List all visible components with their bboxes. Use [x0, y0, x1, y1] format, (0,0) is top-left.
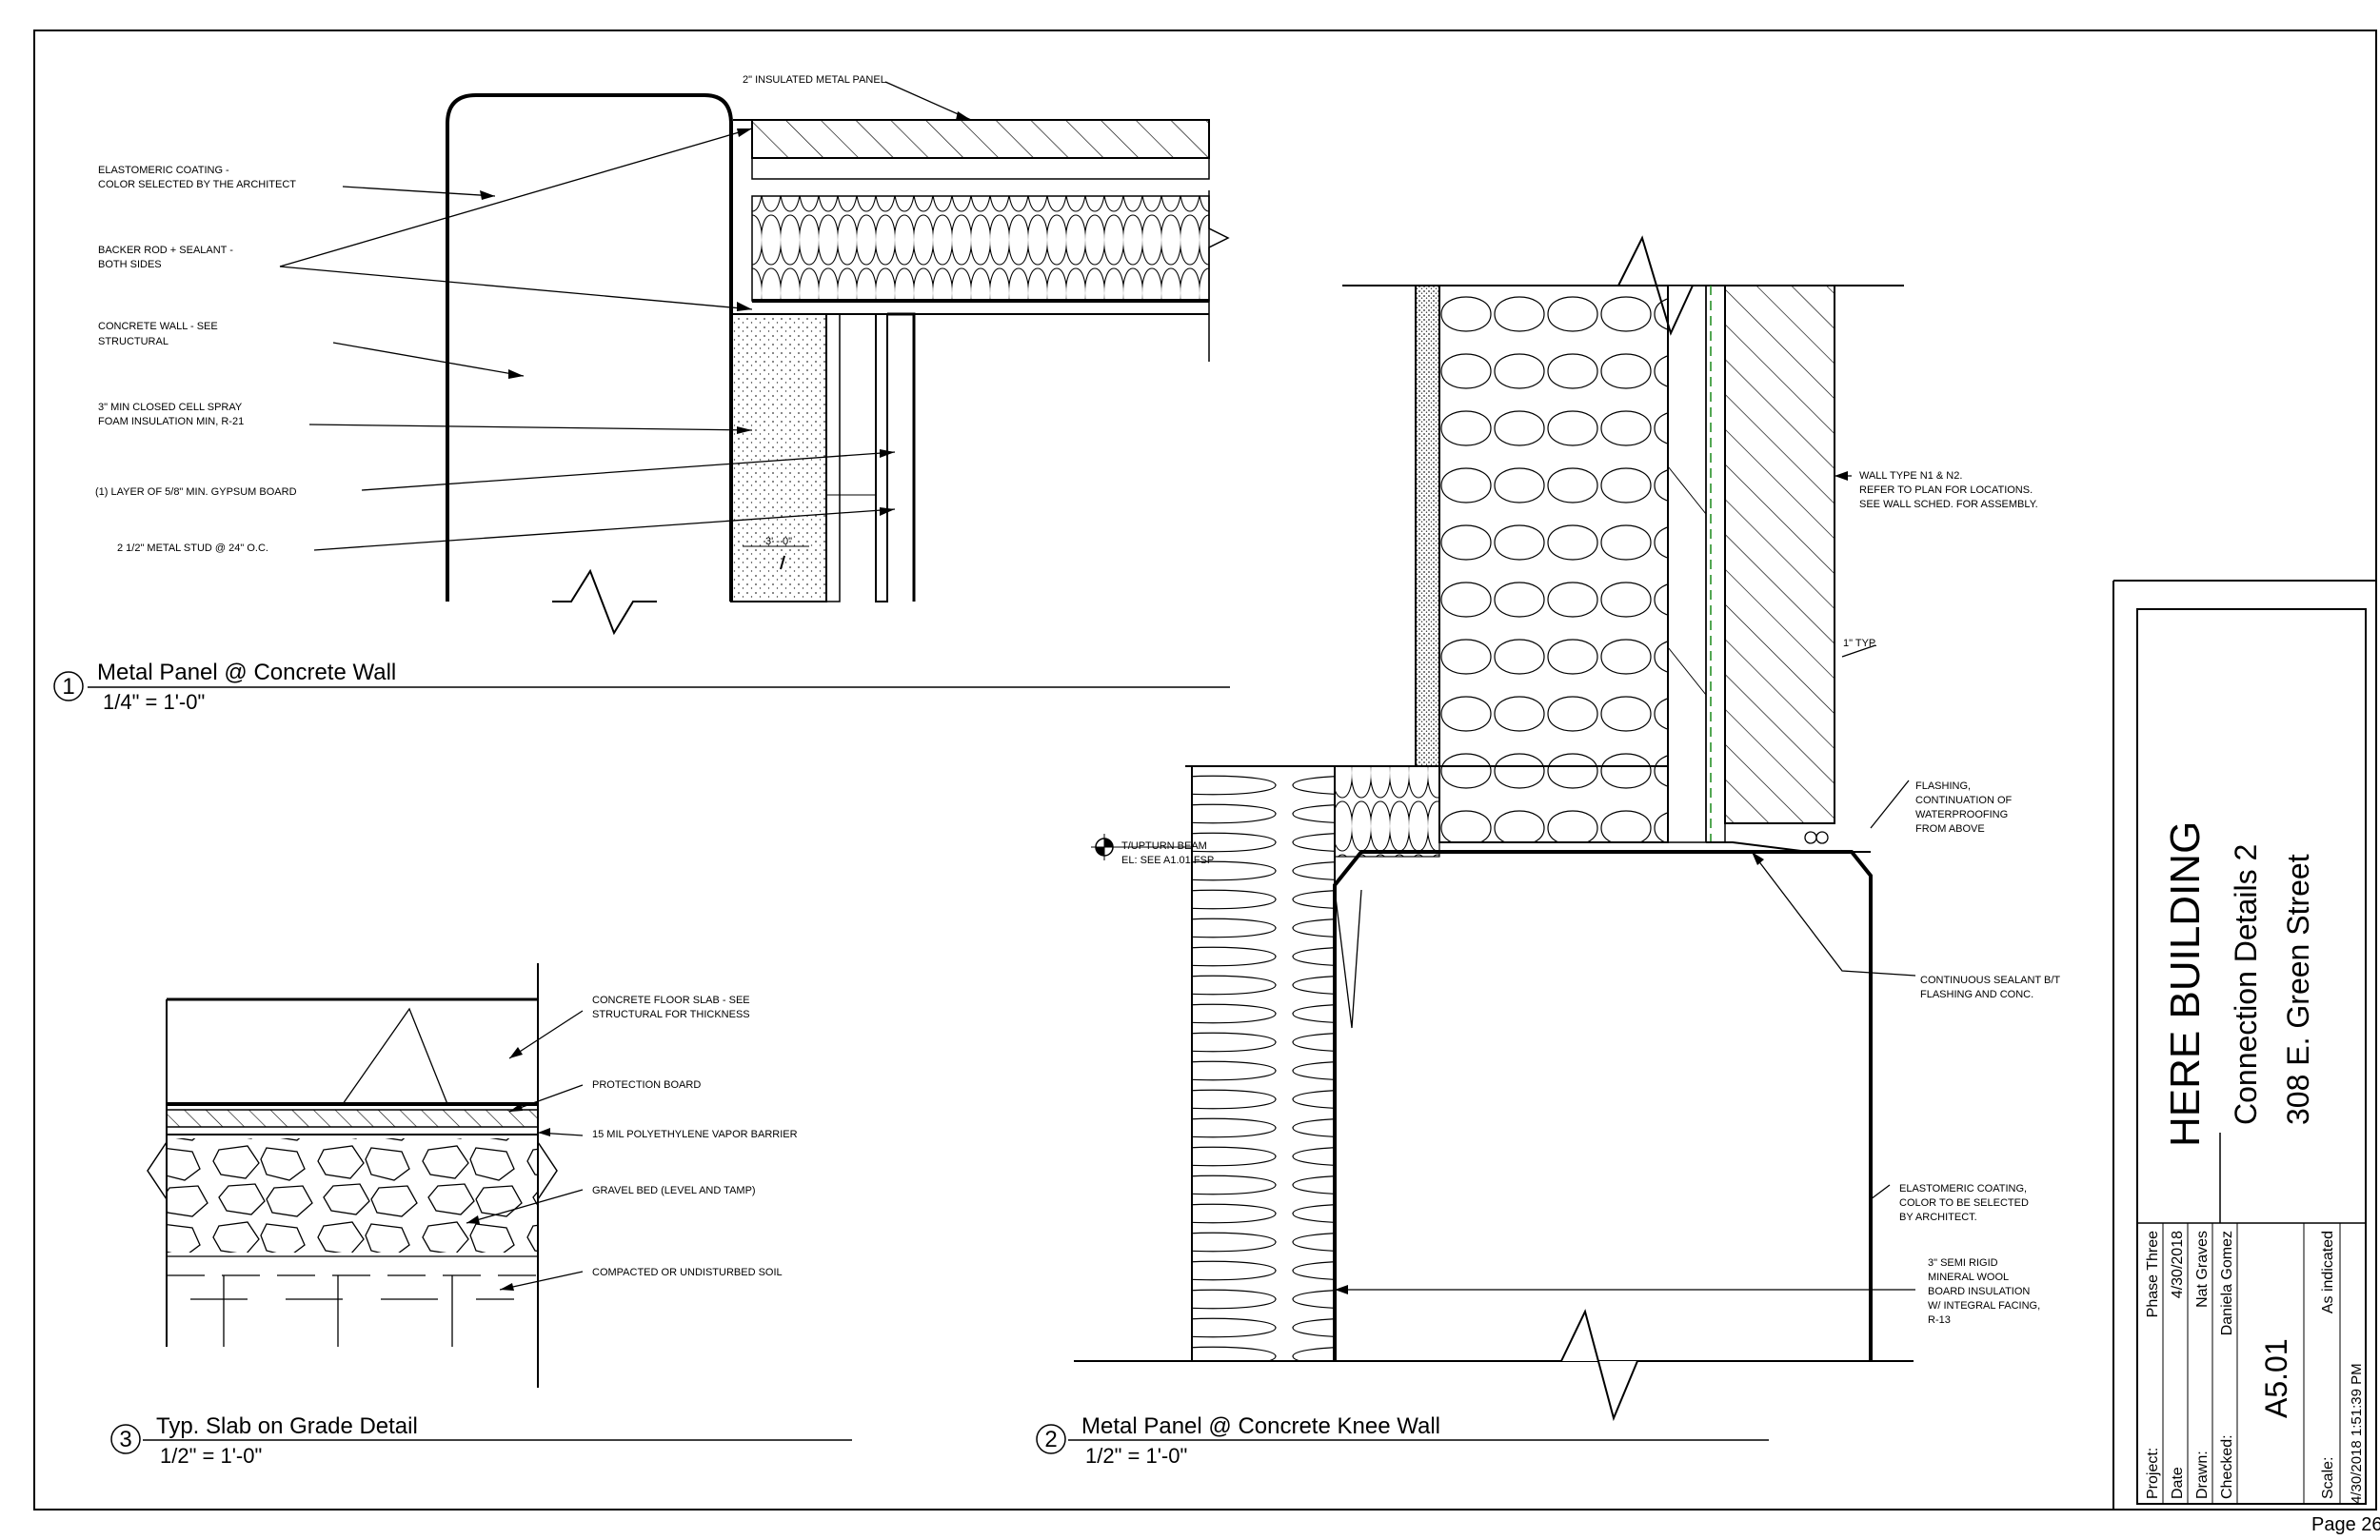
note-upturn-beam-2: EL: SEE A1.01 FSP: [1121, 855, 1214, 866]
detail-scale: 1/4" = 1'-0": [103, 690, 205, 714]
note-upturn-beam-1: T/UPTURN BEAM: [1121, 840, 1207, 852]
detail-3-drawing: [147, 963, 584, 1388]
note-flashing-2: CONTINUATION OF: [1915, 795, 2013, 806]
sheet-title: Connection Details 2: [2229, 844, 2263, 1125]
detail-2-notes: WALL TYPE N1 & N2. REFER TO PLAN FOR LOC…: [1121, 470, 2060, 1326]
note-wall-type-1: WALL TYPE N1 & N2.: [1859, 470, 1962, 482]
detail-scale: 1/2" = 1'-0": [1085, 1444, 1187, 1468]
sheet-border: [33, 30, 2377, 1510]
note-elastomeric-2: COLOR SELECTED BY THE ARCHITECT: [98, 179, 296, 190]
concrete-wall: [446, 93, 733, 602]
note-wool-5: R-13: [1928, 1314, 1951, 1326]
page-label: Page 26: [2311, 1514, 2380, 1535]
title-block: HERE BUILDING Connection Details 2 308 E…: [2136, 608, 2367, 1505]
label-date: Date: [2170, 1467, 2186, 1499]
value-drawn: Nat Graves: [2194, 1231, 2211, 1308]
value-checked: Daniela Gomez: [2219, 1231, 2235, 1335]
note-wall-type-2: REFER TO PLAN FOR LOCATIONS.: [1859, 484, 2033, 496]
gravel-bed: [167, 1138, 538, 1253]
detail-1-title-block: 1 Metal Panel @ Concrete Wall 1/4" = 1'-…: [53, 660, 1230, 714]
detail-1-drawing: [279, 81, 1230, 636]
note-elastomeric-3: BY ARCHITECT.: [1899, 1212, 1977, 1223]
note-slab-2: STRUCTURAL FOR THICKNESS: [592, 1009, 750, 1020]
note-concrete-wall-2: STRUCTURAL: [98, 336, 169, 347]
note-slab-1: CONCRETE FLOOR SLAB - SEE: [592, 995, 750, 1006]
detail-3-notes: CONCRETE FLOOR SLAB - SEE STRUCTURAL FOR…: [592, 995, 798, 1278]
detail-3-title-block: 3 Typ. Slab on Grade Detail 1/2" = 1'-0": [110, 1413, 852, 1468]
detail-number: 3: [119, 1427, 131, 1452]
panel-insulation: [751, 195, 1210, 302]
note-wool-2: MINERAL WOOL: [1928, 1272, 2009, 1283]
note-spray-foam-1: 3" MIN CLOSED CELL SPRAY: [98, 402, 243, 413]
note-typ: 1" TYP.: [1843, 638, 1877, 649]
note-gypsum: (1) LAYER OF 5/8" MIN. GYPSUM BOARD: [95, 486, 297, 498]
note-wool-3: BOARD INSULATION: [1928, 1286, 2030, 1297]
detail-title: Metal Panel @ Concrete Wall: [97, 660, 396, 685]
gypsum-board: [825, 313, 841, 602]
detail-title: Typ. Slab on Grade Detail: [156, 1413, 418, 1439]
concrete-slab: [167, 999, 538, 1104]
note-sealant-2: FLASHING AND CONC.: [1920, 989, 2033, 1000]
flashing: [1706, 841, 1871, 853]
note-spray-foam-2: FOAM INSULATION MIN, R-21: [98, 416, 244, 427]
break-line: [552, 568, 657, 636]
knee-wall: [1333, 850, 1873, 1361]
compacted-soil: [167, 1255, 538, 1347]
project-name: HERE BUILDING: [2162, 821, 2209, 1147]
detail-scale: 1/2" = 1'-0": [160, 1444, 262, 1468]
value-scale: As indicated: [2320, 1231, 2336, 1313]
sheet-number: A5.01: [2259, 1338, 2293, 1418]
note-backer-rod-2: BOTH SIDES: [98, 259, 162, 270]
value-project: Phase Three: [2145, 1231, 2161, 1317]
note-flashing-3: WATERPROOFING: [1915, 809, 2008, 820]
stud-insulation: [1438, 285, 1669, 767]
note-wool-1: 3" SEMI RIGID: [1928, 1257, 1998, 1269]
label-project: Project:: [2145, 1448, 2161, 1499]
note-sealant-1: CONTINUOUS SEALANT B/T: [1920, 975, 2060, 986]
note-elastomeric-1: ELASTOMERIC COATING -: [98, 165, 229, 176]
air-space: [1667, 285, 1707, 843]
mineral-wool: [1191, 765, 1336, 1362]
note-concrete-wall-1: CONCRETE WALL - SEE: [98, 321, 218, 332]
dimension-label: 3' - 0": [765, 536, 792, 547]
note-flashing-4: FROM ABOVE: [1915, 823, 1985, 835]
metal-panel-face: [751, 119, 1210, 159]
note-backer-rod-1: BACKER ROD + SEALANT -: [98, 245, 233, 256]
note-metal-panel: 2" INSULATED METAL PANEL: [743, 74, 886, 86]
detail-number: 2: [1044, 1427, 1057, 1452]
note-wool-4: W/ INTEGRAL FACING,: [1928, 1300, 2040, 1312]
detail-2-title-block: 2 Metal Panel @ Concrete Knee Wall 1/2" …: [1036, 1413, 1769, 1468]
detail-number: 1: [62, 674, 74, 700]
label-checked: Checked:: [2219, 1434, 2235, 1499]
note-elastomeric-1: ELASTOMERIC COATING,: [1899, 1183, 2027, 1194]
value-date: 4/30/2018: [2170, 1231, 2186, 1298]
note-wall-type-3: SEE WALL SCHED. FOR ASSEMBLY.: [1859, 499, 2038, 510]
label-scale: Scale:: [2320, 1457, 2336, 1499]
note-vapor-barrier: 15 MIL POLYETHYLENE VAPOR BARRIER: [592, 1129, 798, 1140]
note-flashing-1: FLASHING,: [1915, 780, 1971, 792]
sheathing: [1415, 285, 1440, 767]
detail-title: Metal Panel @ Concrete Knee Wall: [1081, 1413, 1440, 1439]
metal-stud: [875, 313, 888, 602]
project-address: 308 E. Green Street: [2281, 854, 2315, 1125]
detail-1-notes: 2" INSULATED METAL PANEL ELASTOMERIC COA…: [95, 74, 886, 554]
label-drawn: Drawn:: [2194, 1451, 2211, 1499]
note-gravel: GRAVEL BED (LEVEL AND TAMP): [592, 1185, 756, 1196]
protection-board: [166, 1109, 539, 1128]
note-soil: COMPACTED OR UNDISTURBED SOIL: [592, 1267, 783, 1278]
note-protection-board: PROTECTION BOARD: [592, 1079, 701, 1091]
detail-2-drawing: [1074, 235, 1916, 1422]
metal-panel: [1724, 285, 1835, 824]
note-elastomeric-2: COLOR TO BE SELECTED: [1899, 1197, 2029, 1209]
print-timestamp: 4/30/2018 1:51:39 PM: [2349, 1363, 2365, 1504]
note-metal-stud: 2 1/2" METAL STUD @ 24" O.C.: [117, 543, 268, 554]
